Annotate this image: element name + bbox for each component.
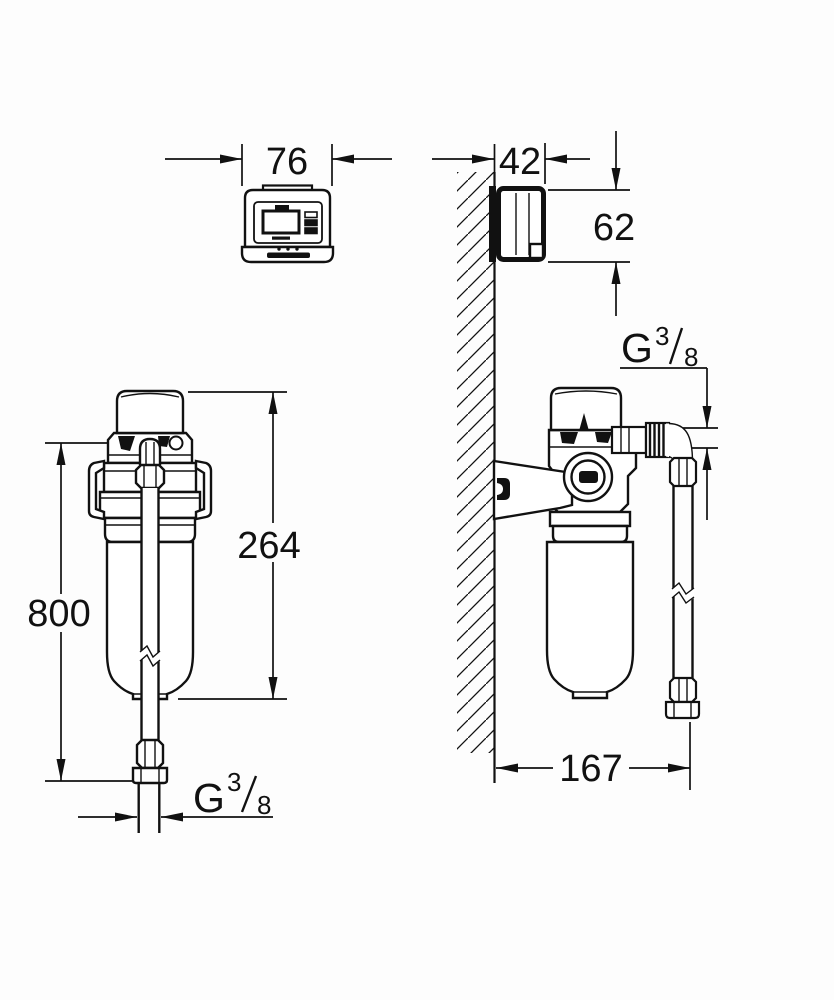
side-view-notch: [528, 242, 545, 260]
dim-label-76: 76: [266, 141, 308, 183]
arrow-up-icon: [702, 448, 712, 470]
dim-filter-cartridge-height: 264: [178, 391, 301, 700]
hose-elbow: [666, 423, 693, 464]
arrow-down-icon: [702, 406, 712, 428]
indicator-dot: [277, 247, 281, 251]
side-view-body: [496, 186, 546, 262]
head-detail: [595, 432, 612, 443]
fraction-slash: [240, 775, 258, 813]
dim-label-167: 167: [559, 748, 622, 790]
thread-numerator: 3: [227, 767, 241, 797]
thread-letter: G: [621, 325, 653, 371]
hose-end-hex-nut: [668, 676, 698, 704]
right-clip: [194, 459, 213, 521]
fraction-slash: [668, 327, 684, 365]
hose-break: [140, 646, 160, 666]
wall-section: [457, 172, 496, 783]
thread-label-outlet: G 3 8: [612, 321, 718, 520]
dim-label-62: 62: [593, 207, 635, 249]
left-clip: [87, 459, 106, 521]
dim-label-800: 800: [27, 593, 90, 635]
hose-break: [672, 583, 694, 603]
arrow-down-icon: [56, 759, 66, 781]
arrow-up-icon: [611, 262, 621, 284]
indicator-dot: [286, 247, 290, 251]
dim-filter-total-height: 800: [27, 442, 132, 782]
screen-sensor: [275, 205, 289, 212]
head-detail: [118, 436, 135, 451]
filter-lower-band: [551, 524, 629, 544]
bracket-wall-detail: [497, 478, 510, 500]
arrow-up-icon: [268, 392, 278, 414]
display-screen: [261, 209, 301, 235]
arrow-down-icon: [611, 168, 621, 190]
thread-letter: G: [193, 775, 225, 821]
filter-front-view: [87, 389, 213, 833]
hose-end-union: [664, 700, 701, 720]
filter-side-view: [492, 386, 701, 720]
under-screen-bar: [272, 236, 290, 240]
hose-hex-nut: [668, 456, 698, 488]
cap-top-line: [120, 392, 180, 398]
wall-mount-bar: [489, 186, 496, 262]
indicator-dot: [295, 247, 299, 251]
wall-hatching: [457, 172, 495, 753]
cap-top-line: [554, 390, 618, 395]
thread-numerator: 3: [655, 321, 669, 351]
hose-top-bend: [138, 437, 162, 465]
hose-end-union: [131, 766, 169, 785]
hose-union-nut: [134, 463, 166, 490]
arrow-right-icon: [115, 812, 137, 822]
thread-denominator: 8: [257, 790, 271, 820]
arrow-left-icon: [545, 154, 567, 164]
filter-cap: [549, 386, 623, 432]
arrow-left-icon: [496, 763, 518, 773]
arrow-right-icon: [220, 154, 242, 164]
display-unit-front-view: [240, 184, 335, 264]
thread-label-hose: G 3 8: [78, 767, 273, 822]
dim-label-264: 264: [237, 525, 300, 567]
side-button: [304, 219, 318, 227]
arrow-down-icon: [268, 677, 278, 699]
hose-end-hex-nut: [135, 738, 165, 770]
bracket-wall-detail-inner: [497, 483, 503, 495]
cap-marker: [579, 413, 589, 431]
thread-denominator: 8: [684, 342, 698, 372]
dim-display-depth: 42: [432, 141, 590, 184]
display-base-slot: [267, 252, 310, 258]
side-button: [304, 227, 318, 235]
arrow-left-icon: [161, 812, 183, 822]
arrow-up-icon: [56, 443, 66, 465]
dim-display-width: 76: [165, 141, 392, 186]
display-unit-side-view: [489, 186, 546, 262]
filter-neck-band: [548, 510, 632, 528]
head-detail: [560, 432, 578, 444]
arrow-right-icon: [472, 154, 494, 164]
dim-label-42: 42: [499, 141, 541, 183]
head-detail: [158, 436, 170, 447]
wall-bracket-arm: [492, 459, 574, 521]
filter-cap: [115, 389, 185, 435]
knob-handle: [579, 471, 598, 483]
hose-run: [141, 488, 159, 740]
side-button: [304, 211, 318, 219]
dim-wall-distance: 167: [496, 722, 691, 790]
arrow-right-icon: [668, 763, 690, 773]
head-button: [168, 435, 184, 451]
arrow-left-icon: [332, 154, 354, 164]
filter-body: [545, 540, 635, 700]
dim-display-height: 62: [548, 131, 635, 316]
